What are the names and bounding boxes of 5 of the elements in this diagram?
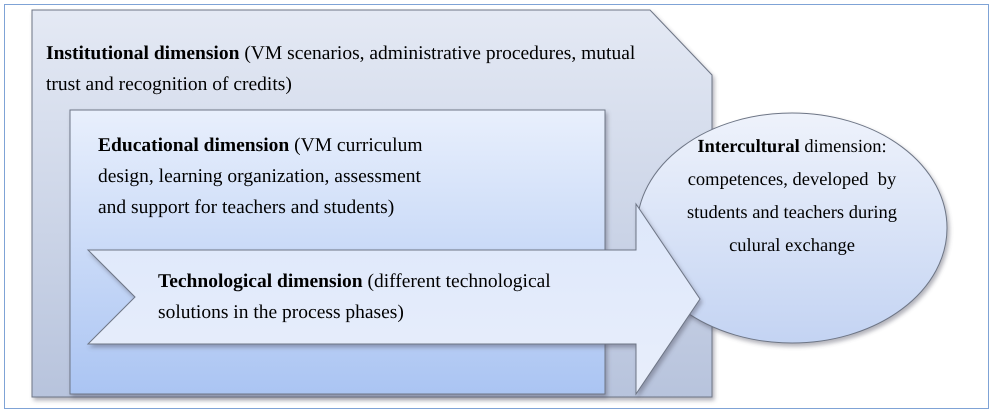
circle-shape [637,113,947,343]
dimension-description: Educational dimension (VM curriculum design, learning organization, assessment and support for teachers and students) [98,134,424,220]
dimension-description: Technological dimension (different technological solutions in the process phases) [158,270,552,325]
dimension-description: Institutional dimension (VM scenarios, administrative procedures, mutual trust and recognition of credits) [46,42,636,97]
dimension-description: Intercultural dimension: competences, developed by students and teachers during culural exchange [686,136,898,258]
